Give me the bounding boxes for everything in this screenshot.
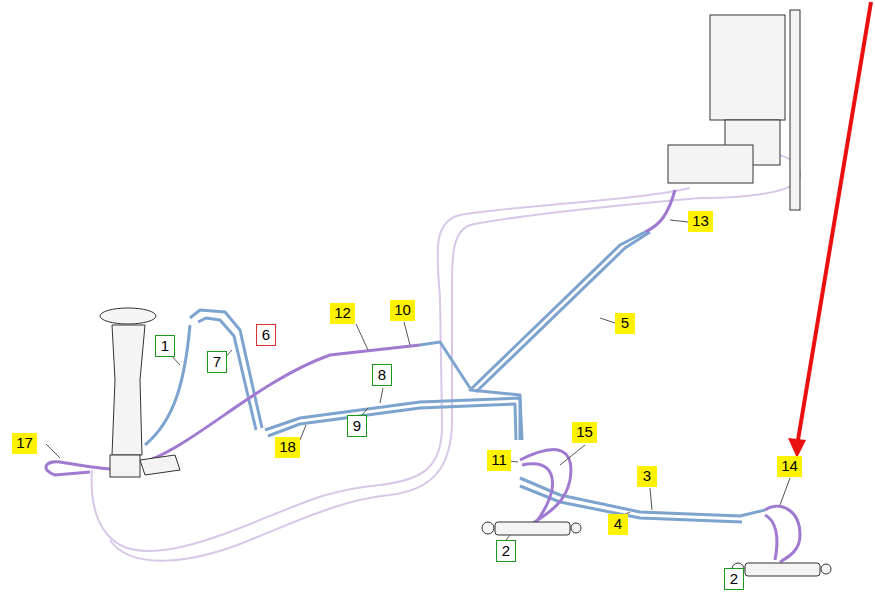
callout-box: 9 bbox=[347, 415, 367, 437]
callout-box: 14 bbox=[777, 456, 802, 477]
callout-number: 9 bbox=[353, 417, 361, 434]
callout-number: 2 bbox=[502, 542, 510, 559]
callout-number: 7 bbox=[213, 353, 221, 370]
callout-number: 4 bbox=[614, 515, 622, 532]
callout-number: 18 bbox=[279, 438, 296, 455]
callout-number: 8 bbox=[378, 366, 386, 383]
callout-box: 3 bbox=[637, 466, 657, 487]
callout-number: 10 bbox=[394, 301, 411, 318]
callout-box: 17 bbox=[12, 433, 37, 454]
callout-number: 2 bbox=[730, 570, 738, 587]
callout-number: 11 bbox=[491, 451, 507, 468]
callout-number: 12 bbox=[334, 304, 351, 321]
callout-number: 6 bbox=[262, 326, 270, 343]
callout-number: 5 bbox=[621, 314, 629, 331]
callout-box: 11 bbox=[487, 450, 511, 471]
callout-box: 18 bbox=[275, 437, 300, 458]
callout-box: 8 bbox=[372, 364, 392, 386]
callout-number: 3 bbox=[643, 467, 651, 484]
callout-number: 13 bbox=[692, 212, 709, 229]
callout-number: 14 bbox=[781, 457, 798, 474]
callout-box: 2 bbox=[496, 540, 516, 562]
callout-box: 12 bbox=[330, 303, 355, 324]
callout-box: 1 bbox=[155, 335, 175, 357]
callout-number: 17 bbox=[16, 434, 33, 451]
callout-number: 1 bbox=[161, 337, 169, 354]
callout-box: 10 bbox=[390, 300, 415, 321]
callout-box: 15 bbox=[572, 422, 597, 443]
callout-box: 5 bbox=[615, 313, 635, 334]
callout-box: 2 bbox=[724, 568, 744, 590]
callout-box: 6 bbox=[256, 324, 276, 346]
callout-number: 15 bbox=[576, 423, 593, 440]
callout-box: 13 bbox=[688, 211, 713, 232]
callout-box: 4 bbox=[608, 514, 628, 535]
callout-box: 7 bbox=[207, 351, 227, 373]
